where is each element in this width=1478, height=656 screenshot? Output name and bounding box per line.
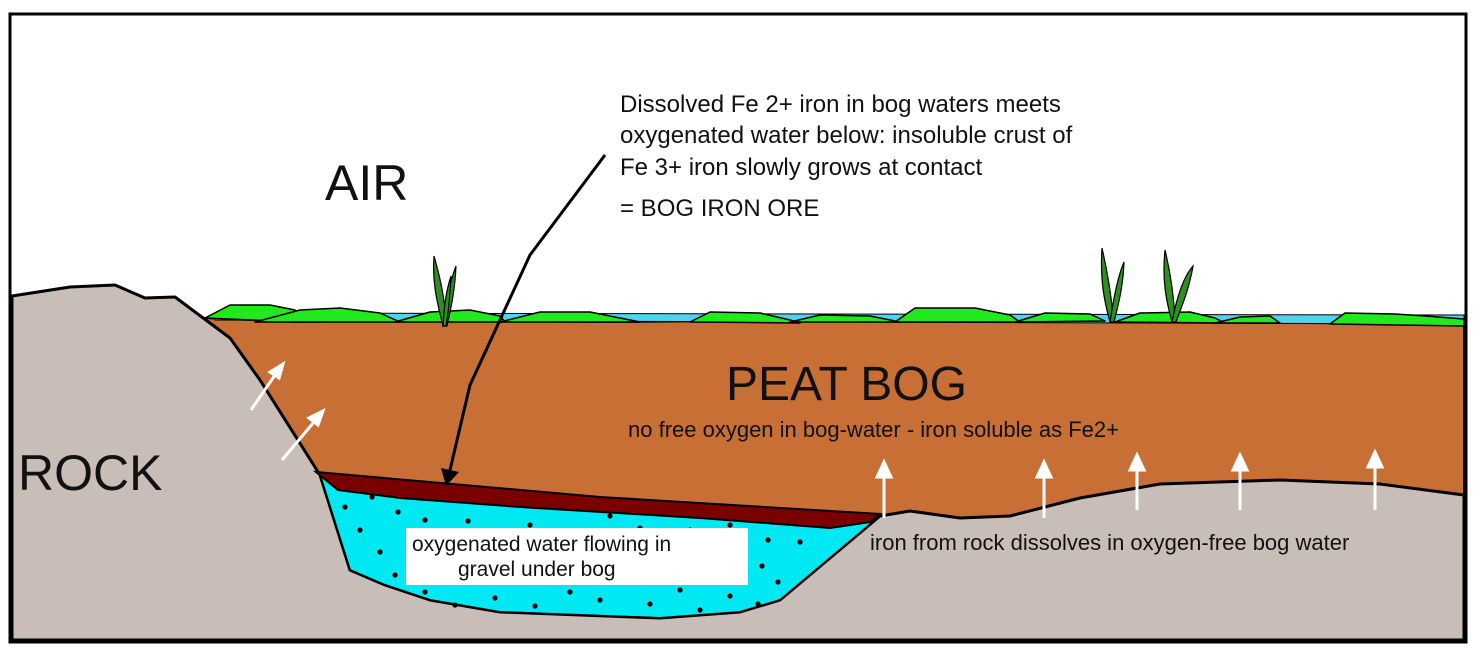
gravel-dot (647, 601, 653, 607)
gravel-dot (492, 595, 498, 601)
gravel-label-line-1: oxygenated water flowing in (412, 533, 671, 556)
gravel-dot (797, 539, 803, 545)
gravel-dot (369, 494, 375, 500)
gravel-dot (697, 607, 703, 613)
gravel-dot (422, 589, 428, 595)
gravel-label-box (406, 528, 748, 585)
gravel-dot (465, 518, 471, 524)
gravel-dot (727, 593, 733, 599)
peat-bog-label: PEAT BOG (726, 358, 967, 411)
gravel-dot (727, 522, 733, 528)
peat-bog-note: no free oxygen in bog-water - iron solub… (628, 417, 1119, 442)
gravel-dot (775, 579, 781, 585)
annotation-line-1: Dissolved Fe 2+ iron in bog waters meets (620, 91, 1061, 118)
gravel-dot (422, 517, 428, 523)
reeds (433, 247, 1194, 328)
gravel-dot (342, 504, 348, 510)
rock-label: ROCK (18, 445, 162, 501)
gravel-dot (392, 572, 398, 578)
air-zone (12, 16, 1464, 306)
rock-seepage-arrows (249, 360, 326, 461)
upward-iron-arrows (874, 448, 1385, 518)
gravel-dot (607, 513, 613, 519)
gravel-dot (452, 602, 458, 608)
gravel-dot (677, 587, 683, 593)
gravel-dot (527, 522, 533, 528)
gravel-dot (395, 509, 401, 515)
gravel-dot (759, 563, 765, 569)
annotation-arrow (441, 154, 607, 486)
gravel-dot (357, 527, 363, 533)
gravel-dot (765, 537, 771, 543)
air-label: AIR (325, 155, 408, 211)
bog-iron-ore-crust (312, 470, 883, 530)
gravel-label-line-2: gravel under bog (458, 558, 616, 581)
vegetation-strip (204, 304, 1465, 327)
annotation-line-4: = BOG IRON ORE (620, 195, 819, 222)
gravel-dot (755, 601, 761, 607)
gravel-dot (567, 589, 573, 595)
gravel-dot (532, 603, 538, 609)
annotation-line-2: oxygenated water below: insoluble crust … (620, 122, 1073, 149)
gravel-dot (377, 549, 383, 555)
rock-dissolution-note: iron from rock dissolves in oxygen-free … (870, 530, 1349, 555)
annotation-line-3: Fe 3+ iron slowly grows at contact (620, 154, 982, 181)
gravel-dot (597, 597, 603, 603)
